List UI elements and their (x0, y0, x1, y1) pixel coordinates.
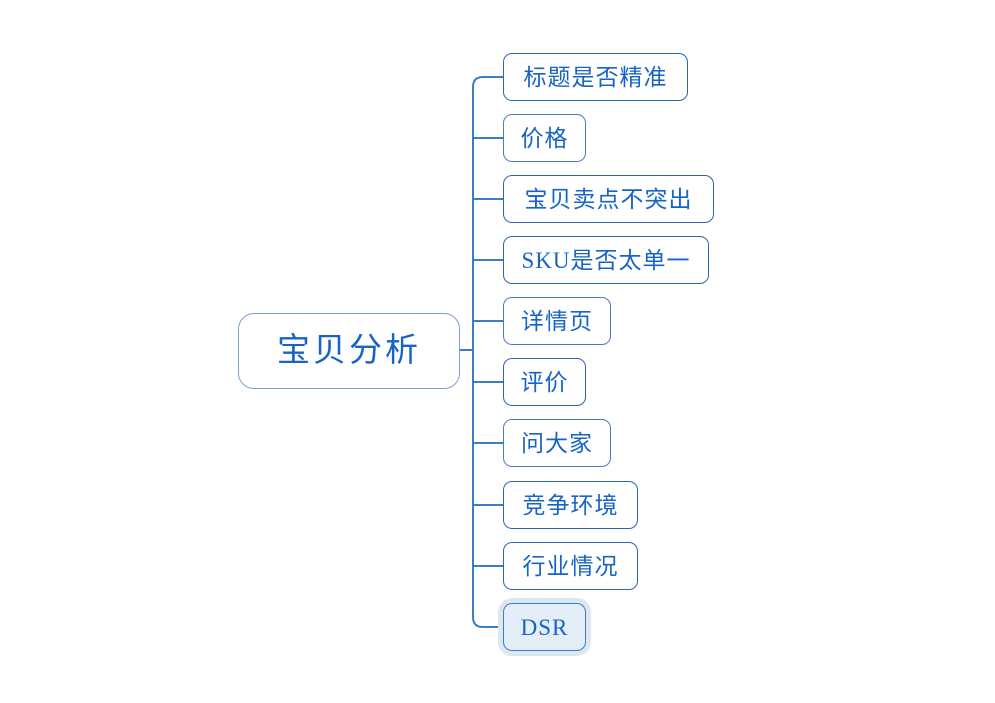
child-node-label: 行业情况 (522, 553, 619, 579)
child-node-label: 竞争环境 (522, 492, 619, 518)
child-node-label: DSR (520, 614, 569, 640)
root-node-baobei-fenxi[interactable]: 宝贝分析 (238, 313, 460, 389)
child-node-3[interactable]: 宝贝卖点不突出 (503, 175, 714, 223)
connector-branch-10 (472, 616, 504, 628)
root-node-label: 宝贝分析 (277, 332, 421, 369)
child-node-label: 宝贝卖点不突出 (524, 186, 693, 212)
child-node-label: 详情页 (521, 308, 593, 334)
child-node-label: SKU是否太单一 (521, 247, 691, 273)
child-node-label: 评价 (520, 369, 569, 395)
child-node-5[interactable]: 详情页 (503, 297, 611, 345)
child-node-label: 标题是否精准 (523, 64, 668, 90)
child-node-8[interactable]: 竞争环境 (503, 481, 638, 529)
child-node-6[interactable]: 评价 (503, 358, 586, 406)
connector-branch-1 (472, 76, 504, 88)
child-node-label: 问大家 (521, 430, 593, 456)
child-node-4[interactable]: SKU是否太单一 (503, 236, 709, 284)
child-node-1[interactable]: 标题是否精准 (503, 53, 688, 101)
child-node-7[interactable]: 问大家 (503, 419, 611, 467)
child-node-9[interactable]: 行业情况 (503, 542, 638, 590)
child-node-2[interactable]: 价格 (503, 114, 586, 162)
child-node-label: 价格 (520, 125, 569, 151)
child-node-10[interactable]: DSR (503, 603, 586, 651)
